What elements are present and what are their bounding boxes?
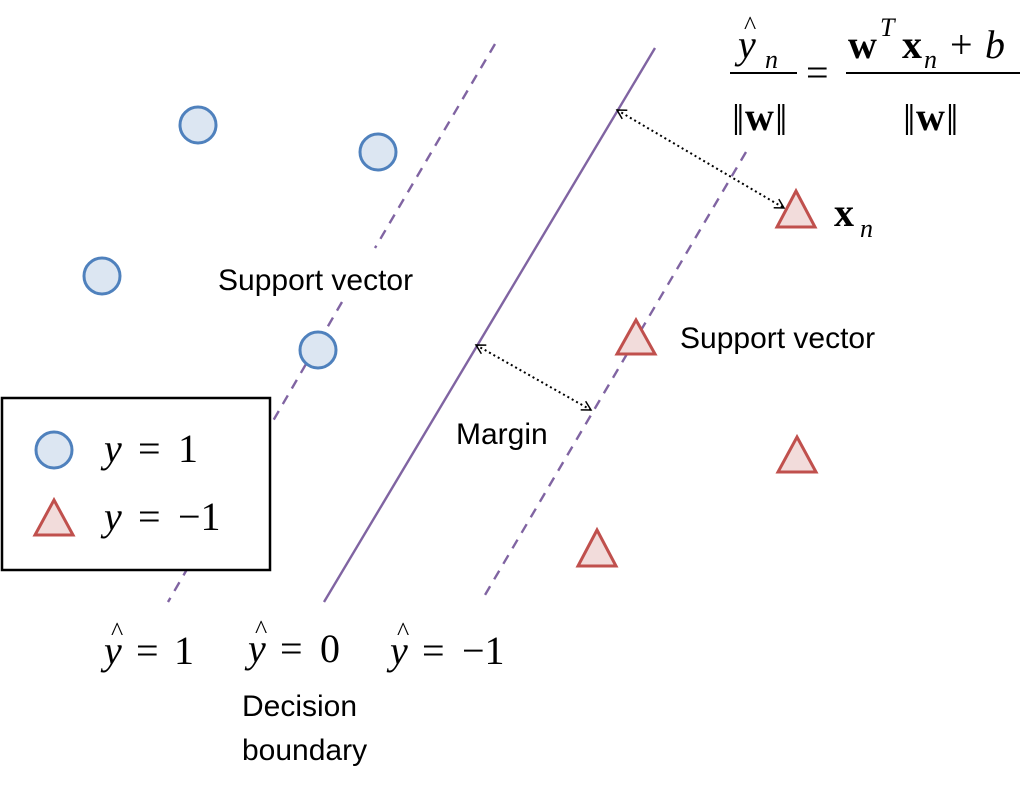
legend: y = 1 y = −1 [0,396,272,572]
legend-item-1-var: y [100,426,122,471]
formula-x: x [902,22,922,67]
formula-equals: = [806,50,829,95]
negative-point [575,526,619,568]
legend-item-1-val: 1 [178,426,198,471]
formula-T: T [880,13,896,42]
formula-plus: + [950,22,973,67]
decision-boundary-line [322,47,657,603]
yhat-neg1-var: y [386,628,408,673]
distance-arrow [615,109,786,209]
margin-arrow [474,344,593,411]
xn-x: x [834,190,854,235]
negative-support-vector-point [614,316,658,356]
yhat-0-val: 0 [320,626,340,671]
legend-triangle-marker [32,496,76,537]
yhat-1-var: y [100,628,122,673]
support-vector-label-right: Support vector [680,322,875,355]
yhat-0-hat: ^ [255,615,267,644]
formula-right-norm-close: ‖ [946,96,958,145]
formula-x-sub: n [924,45,937,74]
support-vector-label-left: Support vector [218,264,413,297]
negative-point [775,433,819,474]
distance-formula: y ^ n ‖ w ‖ = w T x n + b ‖ w ‖ [730,11,1020,145]
yhat-neg1-hat: ^ [397,617,409,646]
legend-circle-marker [34,430,74,470]
formula-yhat: y [734,22,756,67]
positive-support-vector-point [298,330,338,370]
formula-left-w: w [745,94,774,139]
yhat-1-hat: ^ [111,617,123,646]
formula-yhat-hat: ^ [744,11,756,40]
query-point-xn [774,187,818,229]
positive-point [178,105,218,145]
yhat-1-val: 1 [174,628,194,673]
yhat-1-eq: = [136,628,159,673]
yhat-neg1-val: −1 [462,628,505,673]
yhat-0-eq: = [280,626,303,671]
formula-right-norm-open: ‖ [903,96,915,145]
positive-point [358,132,398,172]
decision-boundary-label-line2: boundary [242,734,367,767]
formula-right-w: w [916,94,945,139]
negative-margin-line [480,151,748,601]
formula-yhat-sub: n [765,45,778,74]
formula-left-norm-open: ‖ [732,96,744,145]
margin-line-labels: ^ y = 1 ^ y = 0 ^ y = −1 [100,615,505,673]
legend-item-1-rel: = [138,426,161,471]
margin-label: Margin [456,418,548,451]
xn-label: x n [834,190,873,243]
legend-item-2-var: y [100,494,122,539]
legend-box [0,396,272,572]
formula-left-norm-close: ‖ [775,96,787,145]
xn-sub: n [860,214,873,243]
legend-item-2-val: −1 [178,494,221,539]
positive-margin-line [373,43,497,249]
formula-b: b [985,22,1005,67]
legend-item-2-rel: = [138,494,161,539]
yhat-0-var: y [244,626,266,671]
yhat-neg1-eq: = [422,628,445,673]
decision-boundary-label-line1: Decision [242,690,357,723]
formula-w: w [848,22,877,67]
positive-point [82,256,122,296]
